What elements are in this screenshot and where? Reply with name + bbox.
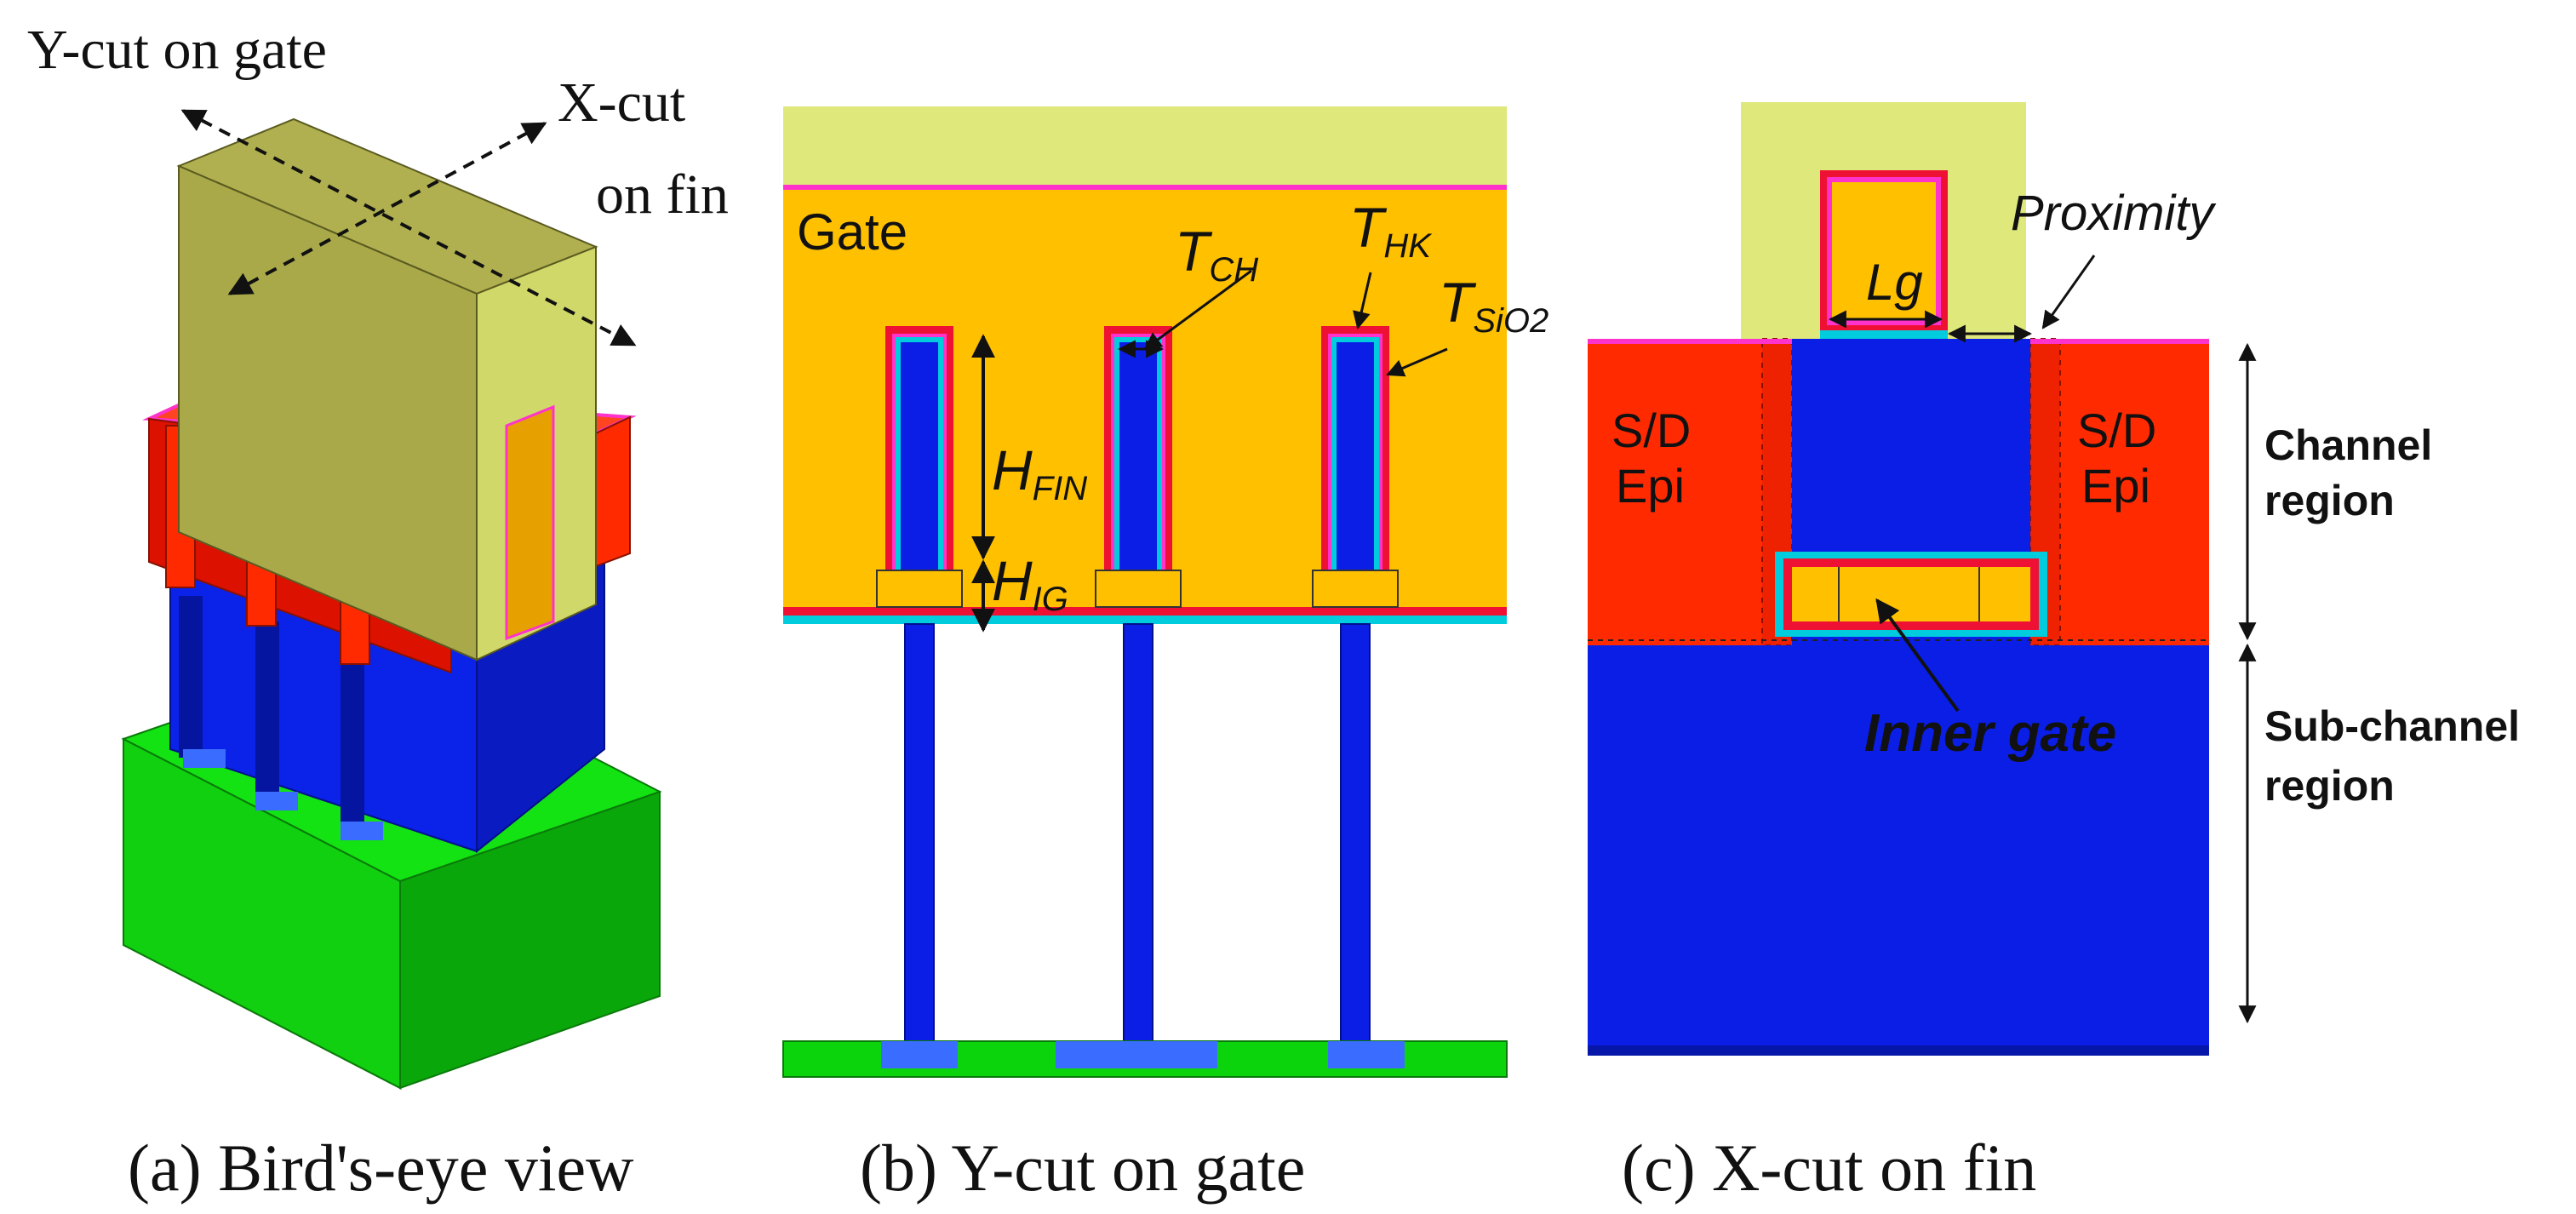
- x-cut-label-line2: on fin: [596, 163, 729, 226]
- t-hk-label: THK: [1349, 196, 1433, 265]
- t-ch-arrow: [1143, 269, 1252, 351]
- fin-1: [876, 326, 963, 1042]
- h-ig-label: HIG: [992, 549, 1068, 618]
- sd-right-label-2: Epi: [2081, 459, 2150, 513]
- proximity-label: Proximity: [2011, 186, 2216, 241]
- panel-c-x-cut: Lg Proximity S/D Epi S/D Epi Inner gate …: [1588, 102, 2520, 1205]
- inner-gate-pointer: [1875, 598, 1960, 713]
- sd-pink-top-left: [1588, 339, 1792, 344]
- lg-label: Lg: [1866, 254, 1923, 311]
- channel-region-label-2: region: [2264, 477, 2395, 524]
- t-sio2-arrow: [1386, 347, 1448, 377]
- y-cut-label: Y-cut on gate: [27, 19, 327, 81]
- subchannel-region: [1588, 645, 2209, 1056]
- fin-base-glow-3: [341, 822, 383, 840]
- gate-top-layer: [783, 106, 1507, 185]
- fin-slot-1: [179, 596, 203, 758]
- sd-right-label-1: S/D: [2077, 404, 2156, 457]
- substrate-blue-2: [1056, 1041, 1217, 1068]
- sd-epi-left: [1588, 339, 1792, 645]
- gate-bottom-cyan: [783, 616, 1507, 624]
- sd-left-label-1: S/D: [1611, 404, 1691, 457]
- gate-cavity-cyan: [1820, 330, 1948, 339]
- t-ch-label: TCH: [1175, 220, 1258, 289]
- caption-a: (a) Bird's-eye view: [128, 1131, 633, 1205]
- h-fin-label: HFIN: [992, 438, 1087, 507]
- substrate-blue-1: [881, 1041, 958, 1068]
- gate-hk-top-line: [783, 185, 1507, 190]
- x-cut-label-line1: X-cut: [558, 72, 685, 134]
- subchannel-bottom: [1588, 1045, 2209, 1056]
- inner-gate-fill: [1792, 567, 2030, 621]
- proximity-pointer: [2041, 255, 2096, 329]
- channel-region-label-1: Channel: [2264, 421, 2432, 469]
- panel-a-birds-eye: Y-cut on gate X-cut on fin (a) Bird's-ey…: [27, 19, 729, 1205]
- substrate-blue-3: [1328, 1041, 1405, 1068]
- fin-base-glow-2: [255, 792, 298, 810]
- fin-slot-2: [255, 621, 279, 800]
- inner-gate-label: Inner gate: [1864, 704, 2116, 763]
- gate-label: Gate: [797, 203, 907, 261]
- gate-cavity-fill: [1832, 182, 1936, 320]
- sd-pink-top-right: [2030, 339, 2209, 344]
- fin-base-glow-1: [183, 749, 226, 768]
- fin-3: [1312, 326, 1399, 1042]
- sd-left-label-2: Epi: [1616, 459, 1685, 513]
- t-sio2-label: TSiO2: [1439, 271, 1548, 340]
- subchannel-region-label-1: Sub-channel: [2264, 702, 2520, 750]
- gate-bottom-red: [783, 607, 1507, 616]
- gate-inner-exposed: [505, 404, 555, 641]
- fin-slot-3: [341, 647, 364, 834]
- fin-2: [1095, 326, 1182, 1042]
- t-hk-arrow: [1353, 272, 1372, 330]
- caption-b: (b) Y-cut on gate: [860, 1131, 1305, 1205]
- panel-b-y-cut: Gate TCH THK TSiO2 HFIN HIG (b) Y-cut on…: [782, 106, 1548, 1205]
- subchannel-region-label-2: region: [2264, 762, 2395, 810]
- caption-c: (c) X-cut on fin: [1622, 1131, 2036, 1205]
